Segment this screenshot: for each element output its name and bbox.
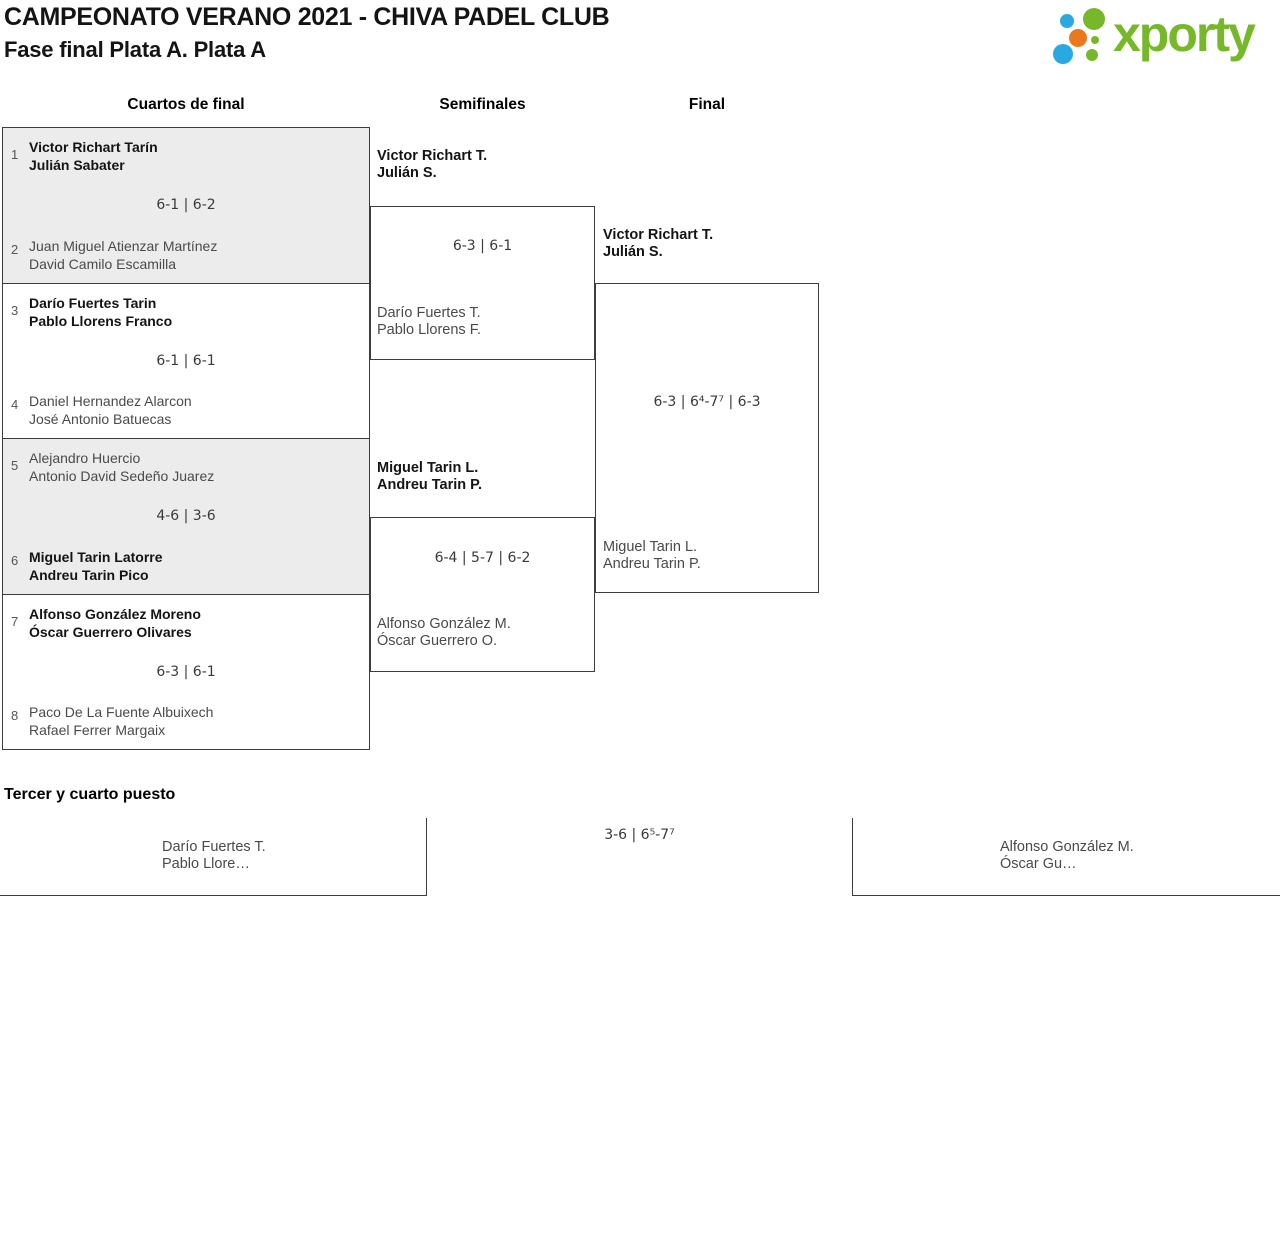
team-name-line: Julián Sabater (29, 157, 125, 173)
team-name-line: Victor Richart T. (603, 227, 714, 243)
team-name-line: Victor Richart Tarín (29, 139, 158, 155)
team-name-line: Pablo Llorens Franco (29, 312, 173, 329)
team-name-line: Alfonso González M. (1000, 839, 1134, 855)
team-name-line: José Antonio Batuecas (29, 411, 172, 427)
qf-match-1[interactable]: 1 Victor Richart Tarín Julián Sabater 6-… (3, 128, 369, 284)
team-name-line: Darío Fuertes T. (377, 305, 481, 321)
team-name-line: Rafael Ferrer Margaix (29, 722, 166, 738)
team-name-line: Alejandro Huercio (29, 450, 141, 466)
final-top-team: Victor Richart T. Julián S. (603, 227, 713, 261)
team-name-line: David Camilo Escamilla (29, 255, 177, 272)
seed-1: 1 (11, 147, 19, 162)
team-name-line: Victor Richart T. (377, 148, 488, 164)
seed-4: 4 (11, 397, 19, 412)
qf3-score: 4-6 | 3-6 (156, 508, 216, 525)
qf-match-2[interactable]: 3 Darío Fuertes Tarin Pablo Llorens Fran… (3, 284, 369, 439)
logo-dot-green-small-icon (1086, 49, 1098, 61)
final-match-box[interactable] (595, 283, 819, 593)
logo-dot-orange-icon (1069, 29, 1087, 47)
sf2-top-team: Miguel Tarin L. Andreu Tarin P. (377, 460, 482, 494)
third-place-right-box[interactable] (852, 818, 1280, 896)
team-name-line: Pablo Llorens F. (377, 322, 481, 338)
team-name-line: Darío Fuertes Tarin (29, 294, 157, 311)
seed-5: 5 (11, 458, 19, 473)
team-name-line: Darío Fuertes T. (162, 839, 266, 855)
qf2-top-team: Darío Fuertes Tarin Pablo Llorens Franco (29, 294, 172, 330)
team-name-line: Óscar Guerrero Olivares (29, 623, 192, 640)
qf1-bottom-team: Juan Miguel Atienzar Martínez David Cami… (29, 237, 217, 273)
seed-7: 7 (11, 613, 19, 629)
third-place-title: Tercer y cuarto puesto (4, 786, 176, 803)
qf2-bottom-team: Daniel Hernandez Alarcon José Antonio Ba… (29, 392, 192, 428)
xporty-logo[interactable]: xporty (1045, 0, 1280, 80)
qf-match-3[interactable]: 5 Alejandro Huercio Antonio David Sedeño… (3, 439, 369, 595)
team-name-line: Andreu Tarin P. (603, 556, 701, 572)
team-name-line: Miguel Tarin Latorre (29, 548, 163, 565)
team-name-line: Daniel Hernandez Alarcon (29, 393, 192, 409)
team-name-line: Julián S. (377, 165, 437, 181)
team-name-line: Paco De La Fuente Albuixech (29, 704, 214, 720)
team-name-line: Andreu Tarin P. (377, 477, 483, 493)
team-name-line: Óscar Guerrero O. (377, 633, 498, 649)
final-bottom-team: Miguel Tarin L. Andreu Tarin P. (603, 539, 701, 573)
qf1-top-team: Victor Richart Tarín Julián Sabater (29, 138, 158, 174)
team-name-line: Antonio David Sedeño Juarez (29, 468, 215, 484)
sf-match-2-box[interactable] (370, 517, 595, 672)
qf3-bottom-team: Miguel Tarin Latorre Andreu Tarin Pico (29, 548, 163, 584)
page-title: CAMPEONATO VERANO 2021 - CHIVA PADEL CLU… (4, 3, 610, 31)
team-name-line: Alfonso González Moreno (29, 605, 201, 622)
logo-dot-blue-large-icon (1053, 44, 1073, 64)
team-name-line: Andreu Tarin Pico (29, 566, 149, 583)
team-name-line: Miguel Tarin L. (377, 460, 479, 476)
team-name-line: Miguel Tarin L. (603, 539, 698, 555)
team-name-line: Óscar Gu… (1000, 856, 1077, 872)
seed-3: 3 (11, 302, 19, 318)
logo-dot-green-large-icon (1083, 8, 1105, 30)
seed-8: 8 (11, 708, 19, 723)
team-name-line: Alfonso González M. (377, 616, 511, 632)
sf2-bottom-team: Alfonso González M. Óscar Guerrero O. (377, 616, 511, 650)
qf3-top-team: Alejandro Huercio Antonio David Sedeño J… (29, 449, 214, 485)
qf2-score: 6-1 | 6-1 (156, 352, 216, 369)
third-place-left-box[interactable] (0, 818, 427, 896)
logo-wordmark: xporty (1113, 6, 1256, 62)
final-score: 6-3 | 6⁴-7⁷ | 6-3 (653, 394, 761, 410)
quarterfinals-column: 1 Victor Richart Tarín Julián Sabater 6-… (2, 127, 370, 750)
qf1-score: 6-1 | 6-2 (156, 197, 216, 214)
qf4-score: 6-3 | 6-1 (156, 663, 216, 680)
page-subtitle: Fase final Plata A. Plata A (4, 37, 266, 62)
sf2-score: 6-4 | 5-7 | 6-2 (434, 550, 531, 566)
seed-2: 2 (11, 241, 19, 257)
seed-6: 6 (11, 552, 19, 568)
third-place-left-team: Darío Fuertes T. Pablo Llore… (162, 839, 266, 873)
qf4-top-team: Alfonso González Moreno Óscar Guerrero O… (29, 605, 201, 641)
sf-match-1-box[interactable] (370, 206, 595, 360)
qf4-bottom-team: Paco De La Fuente Albuixech Rafael Ferre… (29, 703, 213, 739)
logo-dot-green-tiny-icon (1091, 36, 1099, 44)
third-place-score: 3-6 | 6⁵-7⁷ (604, 827, 675, 843)
team-name-line: Juan Miguel Atienzar Martínez (29, 237, 218, 254)
round-header-semifinals: Semifinales (439, 96, 526, 113)
sf1-score: 6-3 | 6-1 (452, 238, 513, 254)
round-header-quarterfinals: Cuartos de final (127, 96, 245, 113)
logo-dot-blue-small-icon (1060, 14, 1074, 28)
round-header-final: Final (688, 96, 726, 113)
third-place-right-team: Alfonso González M. Óscar Gu… (1000, 839, 1134, 873)
sf1-top-team: Victor Richart T. Julián S. (377, 148, 487, 182)
qf-match-4[interactable]: 7 Alfonso González Moreno Óscar Guerrero… (3, 595, 369, 750)
team-name-line: Pablo Llore… (162, 856, 250, 872)
sf1-bottom-team: Darío Fuertes T. Pablo Llorens F. (377, 305, 481, 339)
team-name-line: Julián S. (603, 244, 663, 260)
